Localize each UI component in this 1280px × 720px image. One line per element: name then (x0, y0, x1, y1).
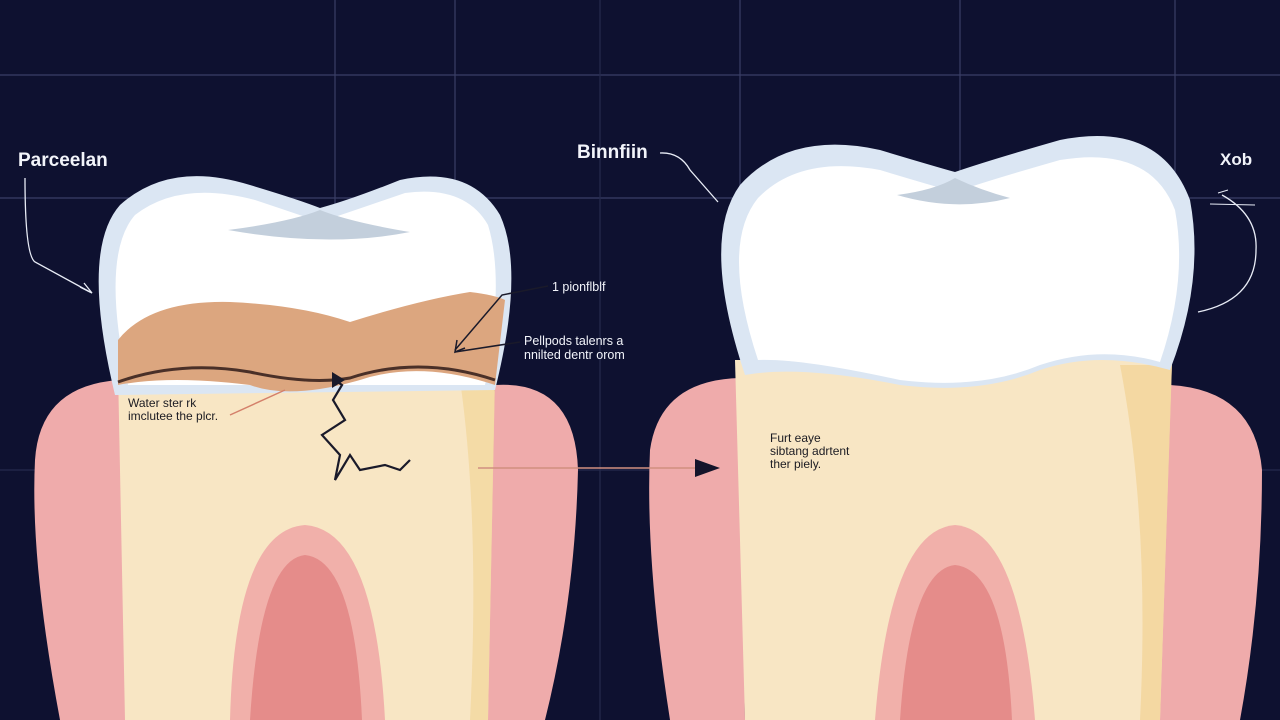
right-root-shade (1120, 365, 1172, 720)
right-gum (649, 378, 1262, 720)
callout-2-leader (454, 341, 521, 353)
leader-lines (24, 152, 1257, 313)
left-fissure (228, 210, 410, 240)
callout-2-label: Pellpods talenrs a nnilted dentr orom (524, 334, 625, 362)
left-note-line-2: imclutee the plcr. (128, 409, 219, 423)
arrow-head-icon (695, 459, 720, 477)
left-crack (320, 379, 411, 481)
left-note: Water ster rk imclutee the plcr. (128, 397, 218, 423)
right-note-line-3: ther piely. (770, 457, 822, 471)
callout-1-label: 1 pionflblf (552, 280, 606, 294)
left-gum (34, 380, 579, 720)
callout-1-leader (454, 285, 549, 351)
right-title-leader (1197, 194, 1257, 313)
right-note-line-1: Furt eaye (770, 431, 821, 445)
right-tooth (649, 136, 1262, 720)
left-tooth-title: Parceelan (18, 150, 108, 171)
right-tooth-title: Xob (1220, 150, 1253, 169)
left-title-leader (24, 177, 91, 293)
left-root-shade (460, 380, 495, 720)
right-fissure (897, 178, 1010, 205)
left-note-leader (229, 389, 286, 416)
left-tooth (34, 176, 579, 720)
callout-2-line-2: nnilted dentr orom (524, 348, 625, 362)
right-note-line-2: sibtang adrtent (770, 444, 850, 458)
right-note: Furt eaye sibtang adrtent ther piely. (770, 432, 849, 471)
middle-title-leader (659, 152, 719, 203)
callout-lines (229, 285, 549, 416)
middle-title: Binnfiin (577, 142, 648, 163)
left-pulp-inner (250, 555, 362, 720)
callout-2-line-1: Pellpods talenrs a (524, 334, 624, 348)
left-note-line-1: Water ster rk (128, 396, 197, 410)
right-pulp-inner (900, 565, 1012, 720)
left-dentin-line (117, 365, 496, 384)
transition-arrow (478, 459, 720, 477)
